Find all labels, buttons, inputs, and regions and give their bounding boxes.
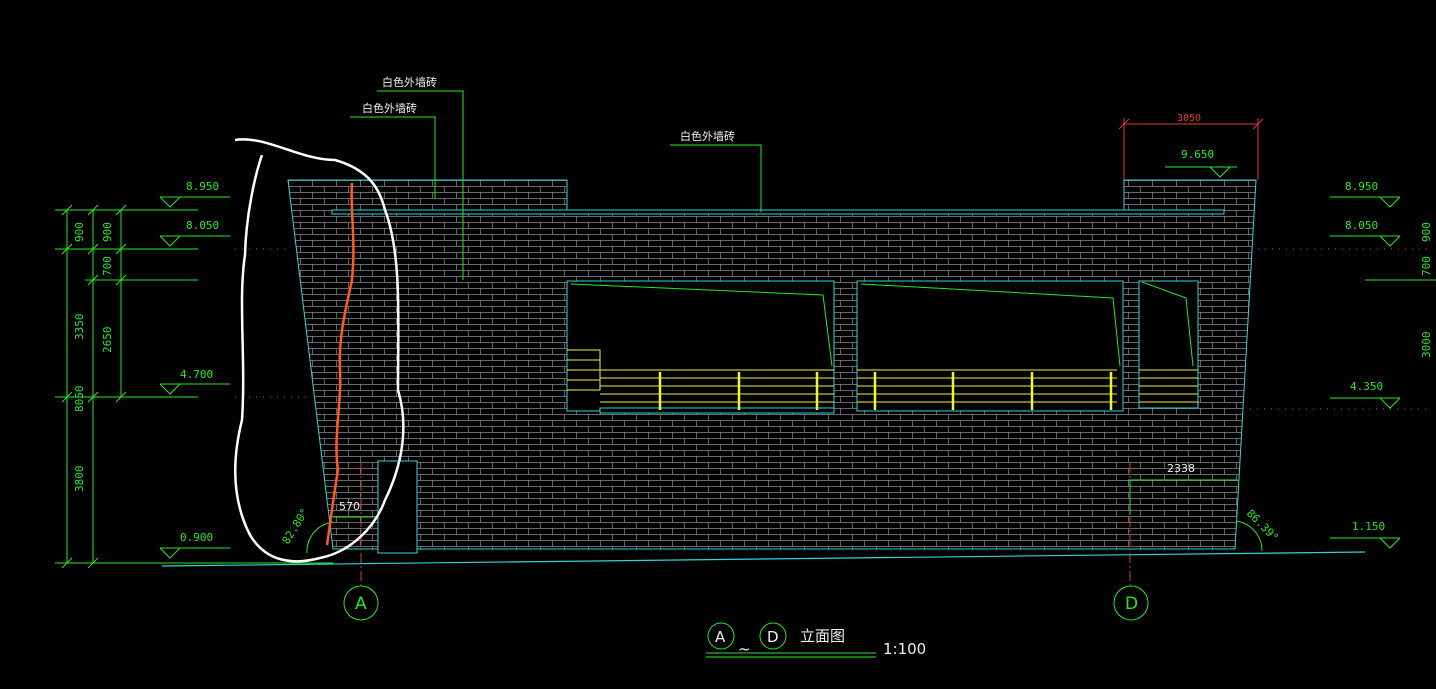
right-level-3: 4.350	[1350, 380, 1383, 393]
material-note-2: 白色外墙砖	[362, 101, 417, 115]
title-axis-to: D	[767, 628, 779, 646]
material-note-3: 白色外墙砖	[680, 129, 735, 143]
leader-lines	[333, 90, 1238, 518]
right-level-4: 1.150	[1352, 520, 1385, 533]
right-level-2: 8.050	[1345, 219, 1378, 232]
window-opening-3	[1138, 280, 1199, 409]
left-outer-dim-1: 900	[73, 222, 86, 242]
title-separator: ~	[738, 640, 751, 658]
left-dimension-lines	[55, 204, 198, 569]
axis-label-right: D	[1125, 594, 1138, 614]
left-outer-dim-2: 3350	[73, 314, 86, 341]
glass-frame-3	[1141, 281, 1194, 367]
roof-cornice	[331, 209, 1225, 215]
left-level-markers	[159, 196, 230, 559]
ground-line	[55, 551, 1366, 567]
right-dim-label: 2338	[1167, 462, 1195, 475]
left-level-2: 8.050	[186, 219, 219, 232]
window-opening-1	[566, 280, 835, 412]
right-dim-3: 3000	[1420, 332, 1433, 359]
axis-circles	[343, 585, 1149, 621]
axis-label-left: A	[355, 594, 367, 614]
glass-frame-1	[570, 283, 833, 367]
left-inner-dim-1: 900	[101, 222, 114, 242]
angle-right-label: 86.39°	[1244, 507, 1281, 544]
left-level-1: 8.950	[186, 180, 219, 193]
title-axis-from: A	[715, 628, 726, 646]
left-outer-dim-3: 8050	[73, 386, 86, 413]
drawing-title: 立面图	[800, 627, 845, 645]
right-dim-2: 700	[1420, 256, 1433, 276]
level-dotted-lines	[235, 248, 1430, 410]
left-outer-dim-4: 3800	[73, 466, 86, 493]
door-opening	[377, 460, 418, 554]
left-inner-dim-2: 700	[101, 256, 114, 276]
title-block	[706, 622, 876, 658]
left-level-4: 0.900	[180, 531, 213, 544]
railings	[567, 349, 1198, 410]
markup-slope-line	[325, 182, 355, 546]
angle-arcs	[306, 520, 1263, 554]
right-level-1: 8.950	[1345, 180, 1378, 193]
angle-left-label: 82.80°	[280, 506, 312, 547]
window-opening-2	[856, 280, 1124, 412]
left-level-3: 4.700	[180, 368, 213, 381]
right-dim-1: 900	[1420, 222, 1433, 242]
left-inner-dim-3: 2650	[101, 327, 114, 354]
window-openings	[566, 280, 1199, 414]
top-dimension	[1118, 118, 1264, 180]
small-dim-label: 570	[339, 500, 360, 513]
roof-level-label: 9.650	[1181, 148, 1214, 161]
right-level-markers	[1165, 166, 1436, 549]
glass-frame-2	[860, 283, 1121, 367]
top-dimension-label: 3050	[1177, 113, 1201, 124]
material-note-1: 白色外墙砖	[382, 75, 437, 89]
drawing-scale: 1:100	[883, 640, 926, 658]
markup-ellipse	[234, 138, 405, 563]
